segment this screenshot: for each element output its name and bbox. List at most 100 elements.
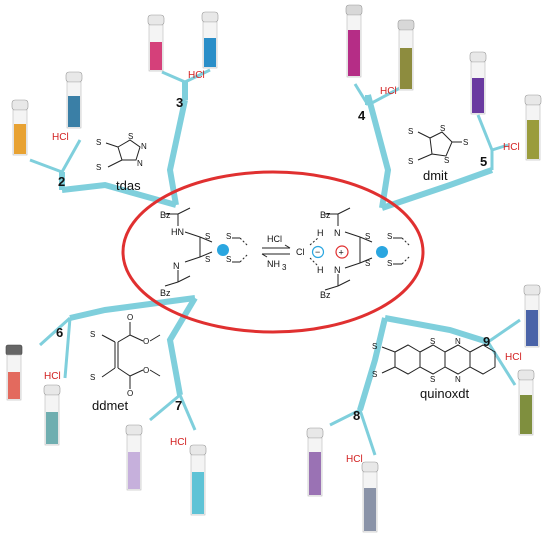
branch-lines <box>29 68 521 456</box>
cuvette-3a <box>147 14 165 72</box>
ligand-label-tdas: tdas <box>116 178 141 193</box>
minus-charge-circle <box>311 245 325 259</box>
branch-9-tip-b <box>486 341 517 386</box>
plus-charge-circle <box>335 245 349 259</box>
reagent-hcl: HCl <box>267 234 282 244</box>
branch-3-tip-b <box>184 68 211 84</box>
minus-charge: − <box>315 247 320 257</box>
branch-5-tip-a <box>476 114 494 151</box>
reagent-nh3: NH <box>267 259 280 269</box>
hcl-label-3: HCl <box>188 70 205 81</box>
cuvette-4b <box>397 19 415 91</box>
tdas-n-2: N <box>137 159 143 168</box>
branch-2-tip-b <box>60 139 82 173</box>
hcl-label-8: HCl <box>346 454 363 465</box>
tdas-s-thiolate-1: S <box>96 138 101 147</box>
quinoxdt-s-thiolate-1: S <box>372 342 377 351</box>
quinoxdt-n-1: N <box>455 337 461 346</box>
ddmet-o-3: O <box>143 337 149 346</box>
ligand-quinoxdt: S S S S N N quinoxdt <box>372 337 496 401</box>
dmit-s-2: S <box>444 156 449 165</box>
branch-number-9: 9 <box>483 334 490 349</box>
branch-9-tip-a <box>487 318 521 344</box>
plus-charge: + <box>339 248 344 258</box>
left-bz-top: Bz <box>160 210 171 220</box>
branch-7-tip-b <box>178 394 197 431</box>
left-s-1: S <box>205 232 210 241</box>
cuvette-9b <box>517 369 535 436</box>
left-complex: Bz Bz HN N S S S S <box>160 207 249 298</box>
cuvette-6b <box>43 384 61 446</box>
branch-2-tip-a <box>29 158 63 174</box>
ddmet-o-1: O <box>127 313 133 322</box>
left-metal-sphere <box>217 244 229 256</box>
hcl-label-9: HCl <box>505 352 522 363</box>
right-h-top: H <box>317 228 324 238</box>
chloride: Cl <box>296 247 305 257</box>
dmit-s-3: S <box>463 138 468 147</box>
branch-9-arm <box>384 315 489 345</box>
hcl-label-4: HCl <box>380 86 397 97</box>
branch-6-arm <box>69 295 196 321</box>
cuvette-6a <box>5 344 23 401</box>
right-n-bottom: N <box>334 265 341 275</box>
ddmet-o-2: O <box>127 389 133 398</box>
hcl-label-7: HCl <box>170 437 187 448</box>
right-bz-top: Bz <box>320 210 331 220</box>
left-s-3: S <box>226 232 231 241</box>
cuvette-3b <box>201 11 219 69</box>
cuvette-9a <box>523 284 541 348</box>
left-hn: HN <box>171 227 184 237</box>
ligand-label-dmit: dmit <box>423 168 448 183</box>
branch-number-5: 5 <box>480 154 487 169</box>
right-h-bottom: H <box>317 265 324 275</box>
tdas-n-1: N <box>141 142 147 151</box>
right-s-1: S <box>365 232 370 241</box>
cuvette-5b <box>524 94 542 161</box>
branch-2-arm <box>61 181 177 208</box>
hcl-label-5: HCl <box>503 142 520 153</box>
equilibrium-arrows: HCl NH 3 <box>261 234 291 272</box>
dmit-s-1: S <box>440 124 445 133</box>
branch-number-8: 8 <box>353 408 360 423</box>
right-s-3: S <box>387 232 392 241</box>
branch-4-tip-a <box>353 83 370 106</box>
branch-8-tip-b <box>358 409 377 456</box>
right-s-2: S <box>365 259 370 268</box>
ligand-ddmet: S S O O O O ddmet <box>90 313 161 413</box>
cuvette-7a <box>125 424 143 491</box>
right-s-4: S <box>387 259 392 268</box>
right-metal-sphere <box>376 246 388 258</box>
branch-number-3: 3 <box>176 95 183 110</box>
branch-number-2: 2 <box>58 174 65 189</box>
left-s-4: S <box>226 255 231 264</box>
center-ellipse <box>121 170 425 334</box>
ddmet-s-2: S <box>90 373 95 382</box>
ligand-tdas: S N N S S tdas <box>96 132 147 193</box>
hcl-label-6: HCl <box>44 371 61 382</box>
cuvette-8b <box>361 461 379 533</box>
cuvette-4a <box>345 4 363 78</box>
hcl-label-2: HCl <box>52 132 69 143</box>
branch-top-right-trunk <box>365 94 392 209</box>
branch-7-tip-a <box>149 393 181 422</box>
tdas-s-thiolate-2: S <box>96 163 101 172</box>
cuvette-2a <box>11 99 29 156</box>
quinoxdt-s-thiolate-2: S <box>372 370 377 379</box>
branch-5-tip-b <box>491 143 509 152</box>
branch-3-tip-a <box>161 70 186 84</box>
branch-number-7: 7 <box>175 398 182 413</box>
left-n: N <box>173 261 180 271</box>
ligand-label-quinoxdt: quinoxdt <box>420 386 470 401</box>
right-bz-bottom: Bz <box>320 290 331 300</box>
cuvette-7b <box>189 444 207 516</box>
left-s-2: S <box>205 255 210 264</box>
dmit-s-thiolate-1: S <box>408 127 413 136</box>
branch-6-tip-a <box>38 316 72 347</box>
ligand-dmit: S S S S S dmit <box>408 124 468 183</box>
branch-5-arm <box>381 167 494 211</box>
ligand-label-ddmet: ddmet <box>92 398 129 413</box>
branch-8-tip-a <box>329 408 361 427</box>
branch-7-arm <box>166 296 198 396</box>
